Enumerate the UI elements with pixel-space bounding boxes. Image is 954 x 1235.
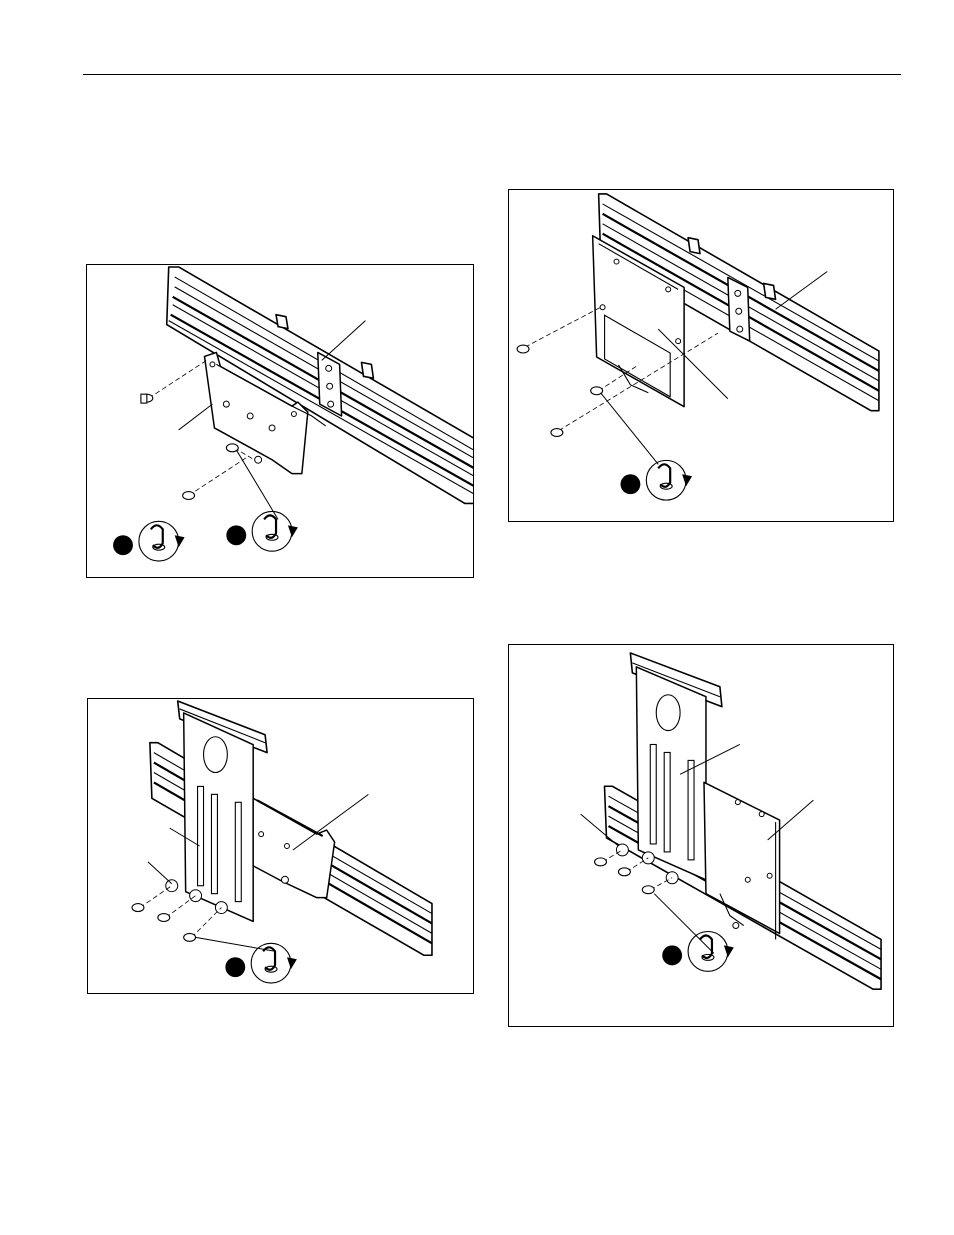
step-marker-icon xyxy=(225,957,245,977)
mounting-plate xyxy=(704,782,780,939)
figure-2-plate-attach xyxy=(508,189,894,522)
tighten-screw-icon xyxy=(646,460,692,500)
header-rule xyxy=(83,74,901,75)
step-marker-icon xyxy=(226,525,246,545)
step-marker-icon xyxy=(113,535,133,555)
figure-2-drawing xyxy=(509,190,893,521)
figure-4-plate-to-bracket xyxy=(508,644,894,1027)
figure-3-vertical-bracket xyxy=(87,698,474,994)
step-marker-icon xyxy=(662,945,682,965)
tighten-screw-icon xyxy=(251,943,297,983)
figure-1-bracket-attach xyxy=(86,264,474,578)
tighten-screw-icon xyxy=(688,931,734,971)
tighten-screw-icon xyxy=(139,521,185,561)
figure-1-drawing xyxy=(87,265,473,577)
figure-4-drawing xyxy=(509,645,893,1026)
adapter-bracket xyxy=(253,798,334,897)
center-hub xyxy=(728,277,750,341)
figure-3-drawing xyxy=(88,699,473,993)
tighten-screw-icon xyxy=(252,511,298,551)
step-marker-icon xyxy=(620,474,640,494)
